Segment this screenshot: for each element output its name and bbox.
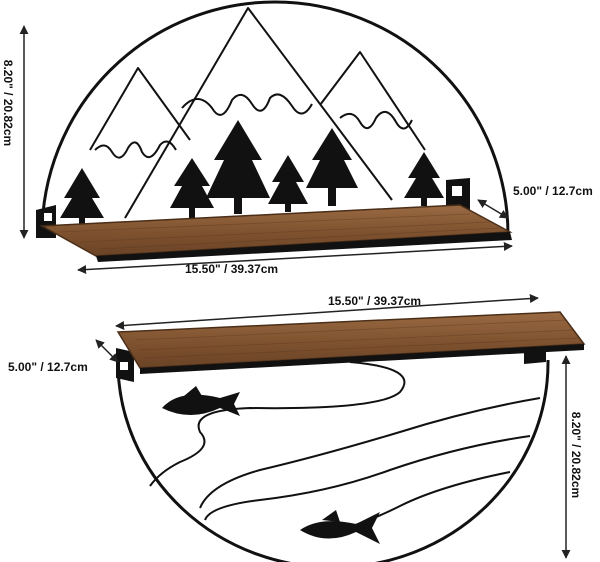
top-depth-arrow [477,199,509,219]
bottom-width-label: 15.50" / 39.37cm [328,294,422,308]
pine-tree-icon [404,152,444,206]
pine-tree-icon [306,128,358,206]
river-lines [149,361,541,533]
top-height-label: 8.20" / 20.82cm [1,59,15,147]
bottom-depth-label: 5.00" / 12.7cm [8,360,88,374]
top-depth-label: 5.00" / 12.7cm [513,184,593,198]
top-width-label: 15.50" / 39.37cm [185,262,279,276]
pine-tree-icon [206,120,270,214]
bottom-shelf [116,311,586,562]
bottom-height-label: 8.20" / 20.82cm [569,411,583,499]
fish-icon [162,386,240,416]
pine-tree-icon [60,168,104,226]
top-frame-arc [40,0,510,236]
bottom-width-arrow [115,294,539,330]
bottom-depth-arrow [95,339,119,363]
top-width-arrow [77,241,513,275]
top-shelf [36,0,513,262]
fish-icon [300,510,380,544]
top-left-bracket [36,205,56,238]
pine-tree-icon [170,158,214,218]
pine-tree-icon [268,155,308,212]
bottom-left-bracket [116,348,134,382]
bottom-frame-arc [116,359,550,562]
mountain-icon [89,7,426,219]
top-right-bracket [446,178,470,212]
